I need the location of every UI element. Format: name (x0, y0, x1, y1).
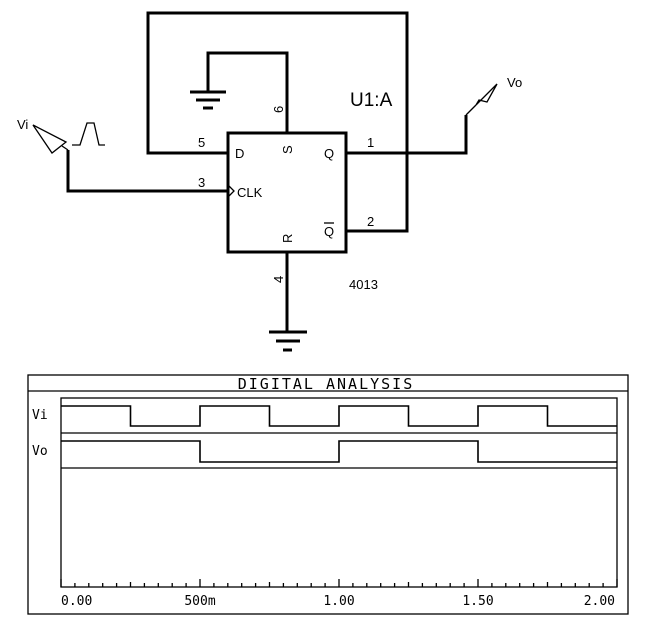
feedback-wire (146, 11, 409, 233)
x-tick-label-0: 0.00 (61, 594, 92, 609)
part-reference: U1:A (350, 90, 393, 111)
analysis-frame (27, 374, 629, 615)
q-output-wire (346, 115, 468, 155)
pin-label-r: R (280, 234, 295, 243)
pin-label-qbar: Q (324, 224, 334, 239)
clock-edge-icon (227, 184, 235, 198)
output-terminal-icon (465, 83, 498, 116)
input-terminal-icon (32, 124, 69, 154)
set-pin-wire (206, 51, 289, 133)
trace-vo (61, 440, 617, 463)
clk-input-wire (66, 150, 228, 193)
input-net-label: Vi (17, 117, 28, 132)
x-tick-label-4: 2.00 (584, 594, 615, 609)
set-ground-icon (190, 90, 226, 110)
x-axis-ticks (60, 579, 618, 587)
x-tick-label-3: 1.50 (462, 594, 493, 609)
pin-number-s: 6 (271, 106, 286, 113)
signal-label-vo: Vo (32, 444, 48, 459)
pin-label-d: D (235, 146, 244, 161)
x-tick-label-2: 1.00 (323, 594, 354, 609)
pin-label-clk: CLK (237, 185, 263, 200)
pin-number-r: 4 (271, 276, 286, 283)
signal-label-vi: Vi (32, 408, 48, 423)
pin-label-s: S (280, 145, 295, 154)
digital-analysis-panel: DIGITAL ANALYSIS Vi Vo 0.00 500m 1.00 1.… (27, 374, 629, 615)
trace-vi (61, 405, 617, 427)
pin-number-q: 1 (367, 135, 374, 150)
reset-ground-icon (269, 330, 307, 352)
pin-number-d: 5 (198, 135, 205, 150)
pin-label-q: Q (324, 146, 334, 161)
pin-number-clk: 3 (198, 175, 205, 190)
part-number: 4013 (349, 277, 378, 292)
schematic: D Q CLK Q S R 5 3 1 2 6 4 U1:A 4013 Vi V… (17, 11, 522, 352)
output-net-label: Vo (507, 75, 522, 90)
x-tick-label-1: 500m (184, 594, 215, 609)
analysis-title: DIGITAL ANALYSIS (238, 375, 415, 393)
pulse-source-icon (72, 122, 105, 146)
pin-number-qbar: 2 (367, 214, 374, 229)
